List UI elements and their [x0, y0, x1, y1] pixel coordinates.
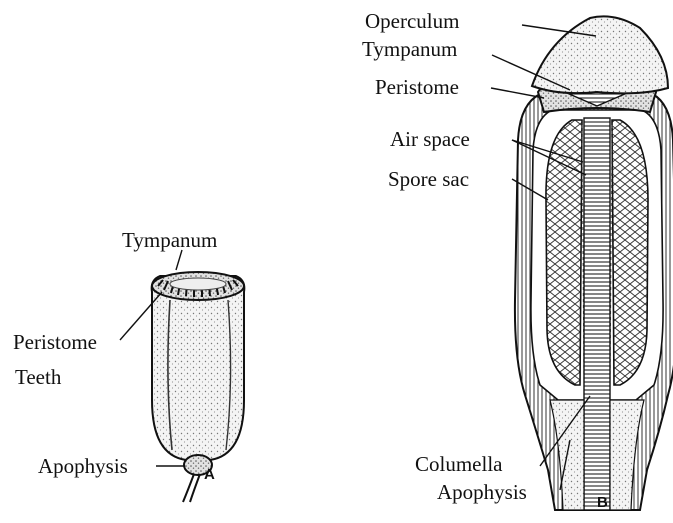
leader-a-tympanum [176, 250, 182, 270]
label-b-spore-sac: Spore sac [388, 167, 469, 191]
label-a-tympanum: Tympanum [122, 228, 217, 252]
spore-sac-right [612, 120, 648, 385]
figure-a: Tympanum Peristome Teeth Apophysis A [13, 228, 244, 502]
figure-b-letter: B [597, 494, 608, 511]
figure-a-letter: A [204, 466, 215, 483]
label-b-apophysis: Apophysis [437, 480, 527, 504]
leader-b-peristome [491, 88, 544, 98]
label-b-operculum: Operculum [365, 9, 459, 33]
label-b-columella: Columella [415, 452, 503, 476]
label-a-peristome: Peristome [13, 330, 97, 354]
figure-b: Operculum Tympanum Peristome Air space S… [362, 9, 673, 511]
label-a-teeth: Teeth [15, 365, 62, 389]
label-b-air-space: Air space [390, 127, 470, 151]
label-a-apophysis: Apophysis [38, 454, 128, 478]
columella [584, 118, 610, 510]
label-b-tympanum: Tympanum [362, 37, 457, 61]
tympanum-a-membrane [170, 278, 226, 290]
label-b-peristome: Peristome [375, 75, 459, 99]
